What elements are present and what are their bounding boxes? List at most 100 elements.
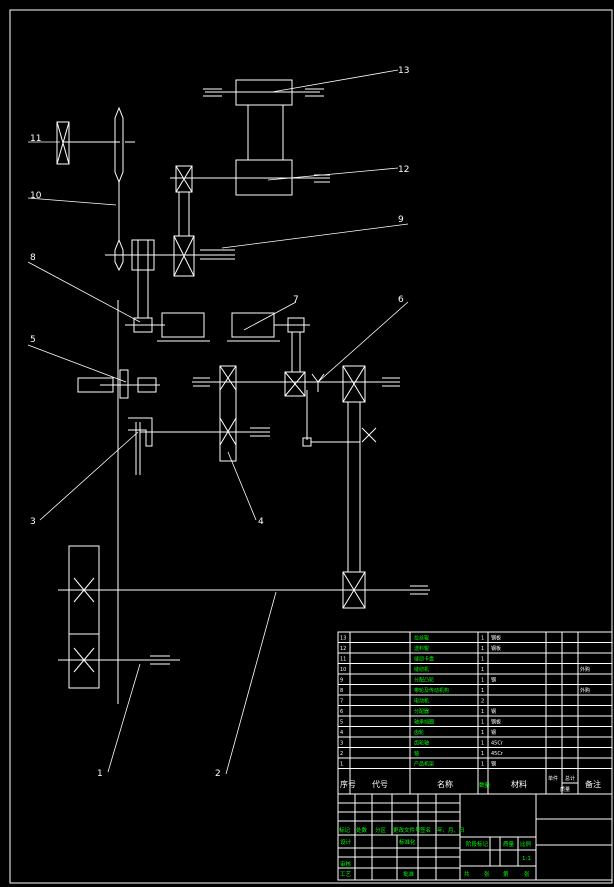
parts-row-name: 缝纫机 bbox=[414, 666, 429, 673]
tb-sheets-unit-b: 张 bbox=[524, 870, 530, 878]
header-material: 材料 bbox=[511, 779, 527, 789]
callout-7: 7 bbox=[293, 295, 299, 305]
parts-row-qty: 1 bbox=[481, 720, 484, 726]
tb-scale: 比例 bbox=[520, 840, 532, 848]
parts-row-no: 4 bbox=[340, 730, 343, 736]
tb-sign: 签名 bbox=[420, 826, 431, 834]
parts-row-no: 3 bbox=[340, 741, 343, 747]
parts-row-qty: 1 bbox=[481, 730, 484, 736]
tb-mark: 标记 bbox=[339, 826, 351, 834]
tb-sheets-total: 共 bbox=[464, 870, 470, 878]
callout-12: 12 bbox=[398, 165, 409, 175]
parts-row-name: 带轮及传动机构 bbox=[414, 687, 449, 694]
parts-row-qty: 1 bbox=[481, 709, 484, 715]
parts-row-qty: 1 bbox=[481, 688, 484, 694]
header-code: 代号 bbox=[372, 779, 388, 789]
parts-row-note: 外购 bbox=[580, 687, 590, 694]
parts-row-no: 10 bbox=[340, 667, 346, 673]
callout-9: 9 bbox=[398, 215, 404, 225]
parts-row-no: 13 bbox=[340, 636, 346, 642]
parts-row-qty: 1 bbox=[481, 646, 484, 652]
parts-row-note: 外购 bbox=[580, 666, 590, 673]
parts-row-no: 11 bbox=[340, 657, 346, 663]
header-weight: 质量 bbox=[560, 786, 570, 793]
parts-row-no: 1 bbox=[340, 762, 343, 768]
tb-zone: 分区 bbox=[375, 826, 387, 834]
header-total-weight: 总计 bbox=[565, 775, 575, 782]
tb-count: 处数 bbox=[356, 826, 368, 834]
header-note: 备注 bbox=[585, 779, 601, 789]
callout-3: 3 bbox=[30, 517, 36, 527]
parts-row-name: 齿轮轴 bbox=[414, 740, 429, 747]
parts-row-material: 钢板 bbox=[491, 719, 501, 726]
parts-row-material: 钢板 bbox=[491, 635, 501, 642]
leader-lines bbox=[27, 69, 409, 775]
callout-10: 10 bbox=[30, 191, 42, 201]
tb-scale-value: 1:1 bbox=[522, 856, 531, 862]
parts-row-qty: 1 bbox=[481, 751, 484, 757]
parts-row-name: 送料辊 bbox=[414, 645, 429, 652]
tb-sheet-no: 第 bbox=[503, 870, 509, 878]
parts-row-qty: 2 bbox=[481, 699, 484, 705]
parts-row-material: 钢 bbox=[491, 708, 496, 715]
tb-date: 年、月、日 bbox=[437, 826, 465, 834]
tb-process: 工艺 bbox=[340, 871, 352, 878]
parts-row-name: 产品机架 bbox=[414, 761, 434, 768]
parts-row-no: 9 bbox=[340, 678, 343, 684]
tb-standardize: 标准化 bbox=[399, 838, 416, 846]
parts-row-material: 45Cr bbox=[491, 741, 504, 747]
parts-row-no: 8 bbox=[340, 688, 343, 694]
transmission-schematic bbox=[56, 79, 430, 704]
parts-row-material: 钢 bbox=[491, 761, 496, 768]
header-name: 名称 bbox=[437, 779, 453, 789]
header-unit-weight: 单件 bbox=[548, 775, 558, 782]
tb-sheets-unit-a: 张 bbox=[484, 870, 490, 878]
parts-row-qty: 1 bbox=[481, 636, 484, 642]
parts-row-no: 6 bbox=[340, 709, 343, 715]
motor-left bbox=[161, 312, 205, 338]
parts-row-qty: 1 bbox=[481, 678, 484, 684]
callout-6: 6 bbox=[398, 295, 404, 305]
parts-row-qty: 1 bbox=[481, 667, 484, 673]
gear-4 bbox=[219, 365, 237, 462]
parts-row-no: 2 bbox=[340, 751, 343, 757]
callout-5: 5 bbox=[30, 335, 36, 345]
callout-4: 4 bbox=[258, 517, 264, 527]
parts-row-material: 钢 bbox=[491, 677, 496, 684]
tb-approve: 批准 bbox=[403, 870, 415, 878]
parts-row-name: 轴 bbox=[414, 750, 419, 757]
parts-row-qty: 1 bbox=[481, 762, 484, 768]
parts-row-material: 钢板 bbox=[491, 645, 501, 652]
callout-1: 1 bbox=[97, 769, 103, 779]
parts-row-name: 轴承挡圈 bbox=[414, 719, 434, 726]
tb-change-doc: 更改文件号 bbox=[393, 826, 421, 834]
parts-row-name: 分配器 bbox=[414, 708, 429, 715]
callout-2: 2 bbox=[215, 769, 221, 779]
header-qty: 数量 bbox=[479, 781, 491, 789]
tb-stage-marks: 阶段标记 bbox=[466, 840, 489, 848]
title-block: 标记 处数 分区 更改文件号 签名 年、月、日 设计 标准化 阶段标记 质量 比… bbox=[337, 793, 613, 881]
parts-row-material: 钢 bbox=[491, 729, 496, 736]
callout-11: 11 bbox=[30, 134, 41, 144]
parts-row-no: 7 bbox=[340, 699, 343, 705]
parts-row-name: 缝纫卡盘 bbox=[414, 656, 434, 663]
drawing-frame bbox=[9, 9, 613, 884]
parts-row-qty: 1 bbox=[481, 741, 484, 747]
parts-row-name: 分配凸轮 bbox=[414, 677, 434, 684]
parts-row-material: 45Cr bbox=[491, 751, 504, 757]
parts-row-qty: 1 bbox=[481, 657, 484, 663]
tb-review: 审核 bbox=[340, 860, 352, 868]
parts-row-name: 拉丝辊 bbox=[414, 635, 429, 642]
parts-row-no: 5 bbox=[340, 720, 343, 726]
chuck-11 bbox=[56, 121, 70, 165]
callout-13: 13 bbox=[398, 66, 409, 76]
callout-8: 8 bbox=[30, 253, 36, 263]
parts-row-no: 12 bbox=[340, 646, 346, 652]
tb-design: 设计 bbox=[340, 838, 352, 846]
callout-labels: 13 12 9 11 10 8 7 6 5 3 4 1 2 bbox=[30, 66, 409, 779]
tb-weight: 质量 bbox=[503, 840, 515, 848]
header-no: 序号 bbox=[340, 779, 356, 789]
